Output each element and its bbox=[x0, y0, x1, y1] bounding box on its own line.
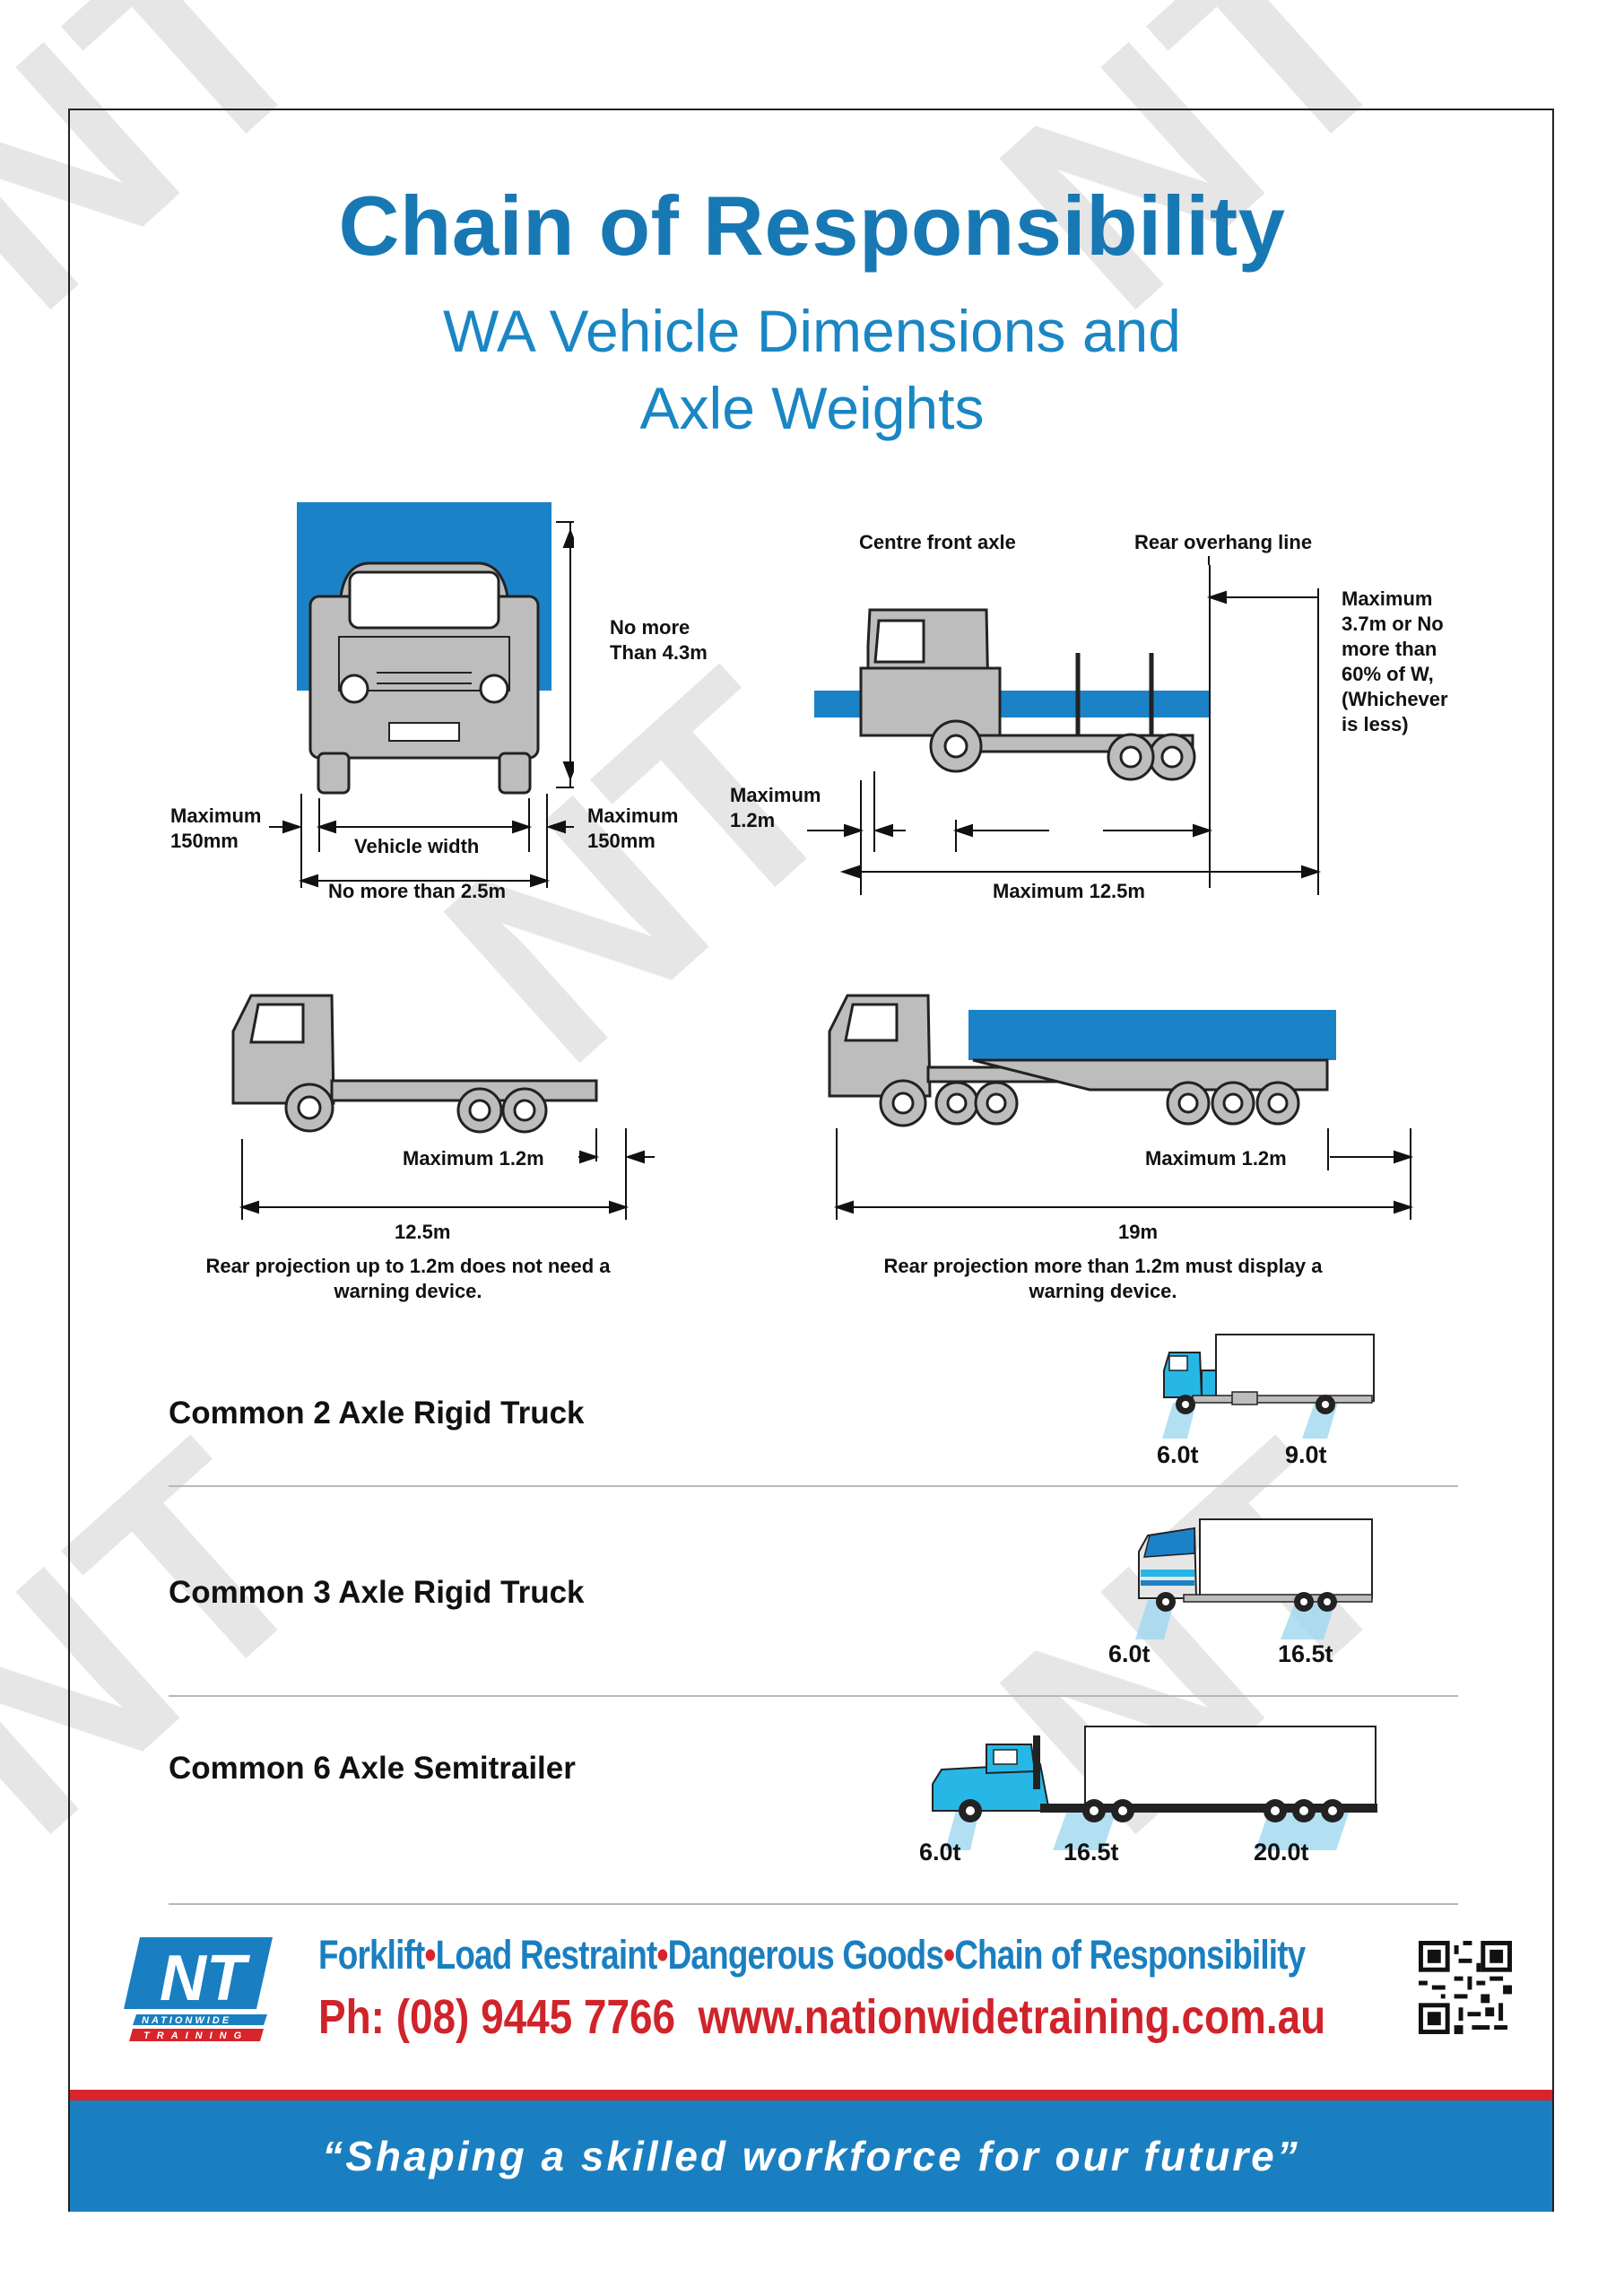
row-label-2-axle: Common 2 Axle Rigid Truck bbox=[169, 1396, 585, 1431]
slogan: “Shaping a skilled workforce for our fut… bbox=[322, 2133, 1300, 2179]
semi-projection-note: Rear projection more than 1.2m must disp… bbox=[883, 1255, 1323, 1302]
overall-width-label: No more than 2.5m bbox=[328, 880, 507, 902]
front-truck-icon bbox=[308, 561, 540, 795]
semi-projection-diagram bbox=[828, 994, 1414, 1220]
front-view-diagram bbox=[269, 502, 574, 888]
vehicle-width-label: Vehicle width bbox=[354, 835, 480, 857]
subtitle-line-2: Axle Weights bbox=[639, 375, 985, 441]
subtitle-line-1: WA Vehicle Dimensions and bbox=[443, 298, 1181, 364]
row-label-3-axle: Common 3 Axle Rigid Truck bbox=[169, 1575, 585, 1610]
front-left-max-label: Maximum 150mm bbox=[170, 804, 262, 852]
course-list: Forklift•Load Restraint•Dangerous Goods•… bbox=[318, 1932, 1306, 1979]
side-view-diagram bbox=[807, 556, 1322, 895]
weight-3-axle-rear: 16.5t bbox=[1278, 1640, 1333, 1667]
page-title: Chain of Responsibility bbox=[338, 178, 1286, 273]
course-separator: • bbox=[424, 1932, 436, 1978]
rigid-max-label: Maximum 1.2m bbox=[403, 1147, 544, 1170]
centre-front-axle-label: Centre front axle bbox=[859, 531, 1016, 553]
rear-overhang-line-label: Rear overhang line bbox=[1134, 531, 1313, 553]
course-separator: • bbox=[656, 1932, 668, 1978]
two-axle-truck-icon bbox=[1162, 1334, 1375, 1439]
three-axle-truck-icon bbox=[1135, 1518, 1373, 1639]
page-subtitle: WA Vehicle Dimensions and Axle Weights bbox=[0, 292, 1624, 447]
front-height-label: No more Than 4.3m bbox=[610, 616, 708, 664]
weight-3-axle-front: 6.0t bbox=[1108, 1640, 1151, 1667]
weight-2-axle-front: 6.0t bbox=[1157, 1441, 1199, 1468]
logo-sub-1: NATIONWIDE bbox=[142, 2015, 231, 2026]
weight-2-axle-rear: 9.0t bbox=[1285, 1441, 1327, 1468]
row-divider-1 bbox=[169, 1485, 1458, 1487]
front-right-max-label: Maximum 150mm bbox=[587, 804, 679, 852]
course-separator: • bbox=[943, 1932, 955, 1978]
footer-red-band bbox=[70, 2090, 1552, 2100]
row-divider-3 bbox=[169, 1903, 1458, 1905]
row-label-6-axle: Common 6 Axle Semitrailer bbox=[169, 1751, 576, 1786]
course-chain-of-responsibility: Chain of Responsibility bbox=[954, 1932, 1306, 1978]
weight-6-axle-front: 6.0t bbox=[919, 1839, 961, 1866]
course-load-restraint: Load Restraint bbox=[435, 1932, 658, 1978]
contact-line: Ph: (08) 9445 7766 www.nationwidetrainin… bbox=[318, 1989, 1325, 2045]
rigid-projection-diagram bbox=[231, 994, 655, 1220]
website-link[interactable]: www.nationwidetraining.com.au bbox=[698, 1990, 1326, 2044]
course-forklift: Forklift bbox=[318, 1932, 425, 1978]
semitrailer-weights-icon bbox=[932, 1726, 1377, 1850]
semi-length-label: 19m bbox=[1118, 1221, 1159, 1243]
logo-text: NT bbox=[160, 1943, 251, 2014]
row-divider-2 bbox=[169, 1695, 1458, 1697]
front-overhang-label: Maximum 1.2m bbox=[730, 784, 821, 831]
side-truck-icon bbox=[859, 608, 1196, 781]
weight-6-axle-drive: 16.5t bbox=[1064, 1839, 1119, 1866]
qr-code[interactable] bbox=[1419, 1941, 1512, 2034]
rigid-length-label: 12.5m bbox=[395, 1221, 451, 1243]
semitrailer-icon bbox=[828, 994, 1329, 1127]
nationwide-training-logo: NT NATIONWIDE TRAINING bbox=[124, 1937, 273, 2041]
phone-number[interactable]: Ph: (08) 9445 7766 bbox=[318, 1990, 676, 2044]
overall-length-label: Maximum 12.5m bbox=[993, 880, 1145, 902]
rigid-truck-icon bbox=[231, 994, 598, 1134]
weight-6-axle-trailer: 20.0t bbox=[1254, 1839, 1309, 1866]
semi-load bbox=[968, 1010, 1336, 1060]
course-dangerous-goods: Dangerous Goods bbox=[667, 1932, 944, 1978]
rigid-projection-note: Rear projection up to 1.2m does not need… bbox=[205, 1255, 611, 1302]
overhang-rule-label: Maximum 3.7m or No more than 60% of W, (… bbox=[1342, 587, 1448, 735]
logo-sub-2: TRAINING bbox=[143, 2031, 248, 2041]
semi-max-label: Maximum 1.2m bbox=[1145, 1147, 1287, 1170]
footer-blue-band bbox=[70, 2100, 1552, 2212]
